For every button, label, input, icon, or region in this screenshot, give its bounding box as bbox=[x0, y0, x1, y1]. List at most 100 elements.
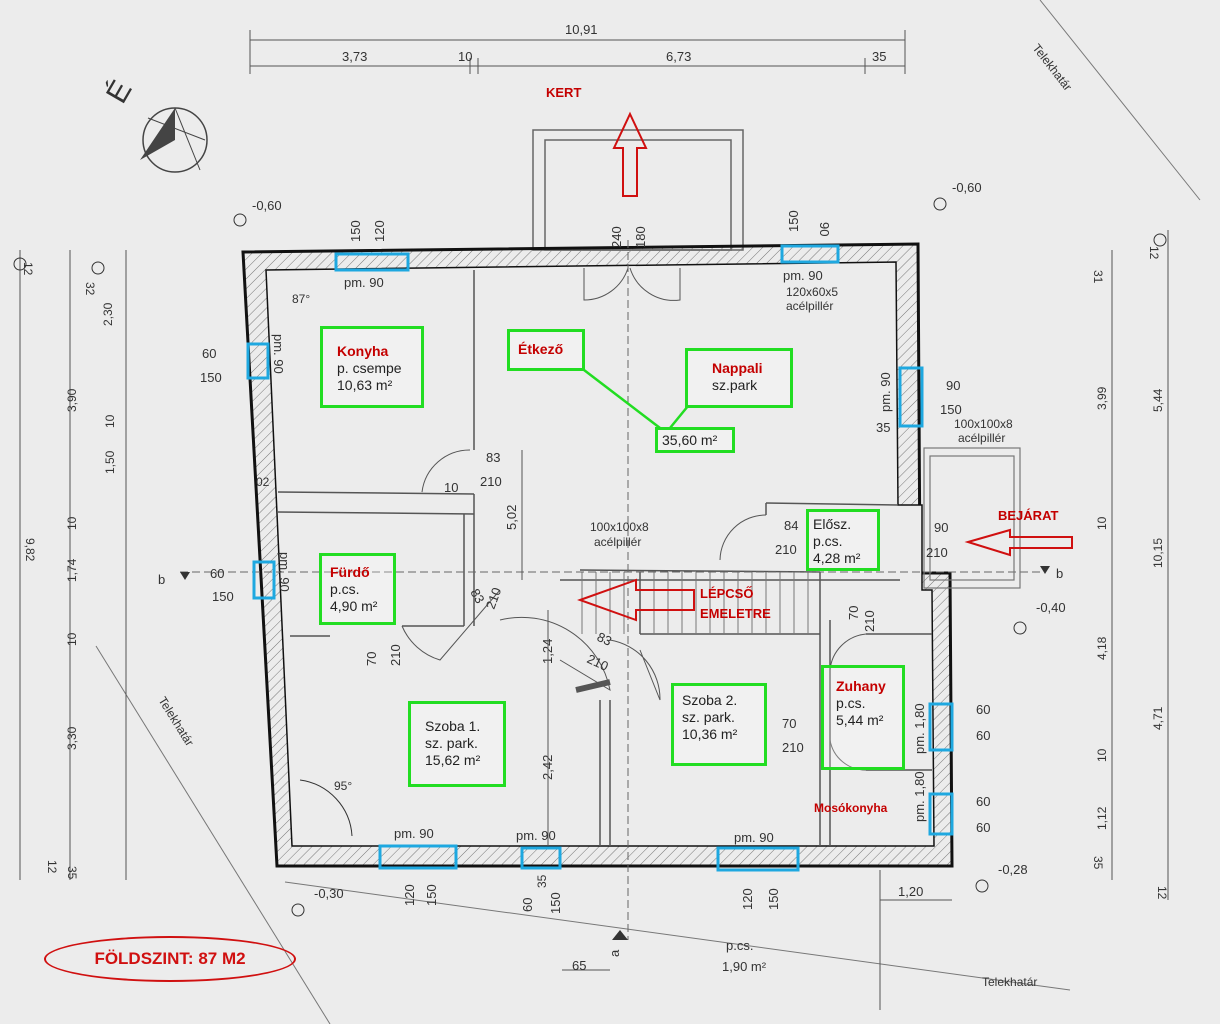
right-dim-8: 4,71 bbox=[1151, 706, 1165, 730]
room-area-szoba2: 10,36 m² bbox=[682, 726, 738, 742]
north-label: É bbox=[100, 75, 139, 109]
right-dim-6: 10,15 bbox=[1151, 538, 1165, 568]
bottom-window-2-pm: pm. 90 bbox=[516, 828, 556, 843]
elevation-markers bbox=[13, 197, 1167, 917]
bottom-window-3-pm: pm. 90 bbox=[734, 830, 774, 845]
pillar-top-size: 120x60x5 bbox=[786, 285, 838, 299]
floor-total-label: FÖLDSZINT: 87 M2 bbox=[44, 936, 296, 982]
elevation-tl: -0,60 bbox=[252, 198, 282, 213]
left-window-kitchen-dim-2: 150 bbox=[200, 370, 222, 385]
pillar-right-size: 100x100x8 bbox=[954, 417, 1013, 431]
left-window-kitchen-dim-1: 60 bbox=[202, 346, 216, 361]
left-dim-9: 10 bbox=[65, 632, 79, 646]
left-dim-11: 3,30 bbox=[65, 726, 79, 750]
left-dim-10: 9,82 bbox=[23, 538, 37, 562]
bottom-window-1-pm: pm. 90 bbox=[394, 826, 434, 841]
terrace-area: 1,90 m² bbox=[722, 959, 767, 974]
bottom-window-3-dim-b: 150 bbox=[766, 888, 781, 910]
top-window-b-dim-2: 90 bbox=[817, 222, 832, 236]
room-box-zuhany: Zuhany p.cs. 5,44 m² bbox=[821, 665, 905, 770]
door-leaf bbox=[575, 679, 611, 693]
window-markers bbox=[246, 244, 954, 872]
right-dim-2: 31 bbox=[1091, 270, 1105, 284]
top-window-a-dim-2: 120 bbox=[372, 220, 387, 242]
right-dim-7: 4,18 bbox=[1095, 636, 1109, 660]
left-window-kitchen-pm: pm. 90 bbox=[271, 334, 286, 374]
left-window-bath-dim-2: 150 bbox=[212, 589, 234, 604]
room-floor-furdo: p.cs. bbox=[330, 581, 360, 597]
right-dim-10: 1,12 bbox=[1095, 806, 1109, 830]
right-window-living-dim-2: 150 bbox=[940, 402, 962, 417]
vestibule-door-dim-1: 84 bbox=[784, 518, 798, 533]
bottom-window-2-dim-a: 60 bbox=[520, 898, 535, 912]
elevation-tr: -0,60 bbox=[952, 180, 982, 195]
top-window-a-dim-1: 150 bbox=[348, 220, 363, 242]
misc-65: 65 bbox=[572, 958, 586, 973]
garden-label: KERT bbox=[546, 85, 581, 100]
room-floor-eloszoba: p.cs. bbox=[813, 533, 843, 549]
laundry-window-pm: pm. 1,80 bbox=[912, 771, 927, 822]
pillar-center-label: acélpillér bbox=[594, 535, 641, 549]
section-b-marker-left bbox=[180, 572, 190, 580]
top-door-dim-1: 240 bbox=[609, 226, 624, 248]
room-area-eloszoba: 4,28 m² bbox=[813, 550, 861, 566]
bath-door-dim-1: 70 bbox=[364, 652, 379, 666]
stair-door-dim-2: 210 bbox=[483, 586, 505, 612]
entrance-door-dim-1: 90 bbox=[934, 520, 948, 535]
shower-door-mid-dim-1: 70 bbox=[782, 716, 796, 731]
right-dim-1: 12 bbox=[1147, 246, 1161, 260]
right-window-living-dim-3: 35 bbox=[876, 420, 890, 435]
room-name-mosokonyha: Mosókonyha bbox=[814, 801, 888, 815]
north-compass bbox=[140, 107, 208, 173]
room-floor-szoba1: sz. park. bbox=[425, 735, 478, 751]
misc-1-20: 1,20 bbox=[898, 884, 923, 899]
room-area-zuhany: 5,44 m² bbox=[836, 712, 884, 728]
room-box-living-area: 35,60 m² bbox=[655, 427, 735, 453]
right-dim-5: 10 bbox=[1095, 516, 1109, 530]
left-dim-5: 10 bbox=[103, 414, 117, 428]
shower-window-dim-1: 60 bbox=[976, 702, 990, 717]
room-box-konyha: Konyha p. csempe 10,63 m² bbox=[320, 326, 424, 408]
room-floor-szoba2: sz. park. bbox=[682, 709, 735, 725]
dim-total-width: 10,91 bbox=[565, 22, 598, 37]
plot-boundary-label-bottom: Telekhatár bbox=[982, 975, 1037, 989]
left-dim-7: 10 bbox=[65, 516, 79, 530]
room-name-furdo: Fürdő bbox=[330, 564, 370, 580]
dim-seg-2: 10 bbox=[458, 49, 472, 64]
section-b-label-right: b bbox=[1056, 566, 1063, 581]
room2-door-dim-1: 83 bbox=[595, 629, 614, 649]
left-window-bath-pm: pm. 90 bbox=[277, 552, 292, 592]
plot-boundary-label-top: Telekhatár bbox=[1030, 41, 1075, 93]
room-name-szoba2: Szoba 2. bbox=[682, 692, 738, 708]
room-area-szoba1: 15,62 m² bbox=[425, 752, 481, 768]
stairs-label-line2: EMELETRE bbox=[700, 606, 771, 621]
left-dim-2: 32 bbox=[83, 282, 97, 296]
pillar-top-label: acélpillér bbox=[786, 299, 833, 313]
entrance-step-outline bbox=[923, 447, 1021, 589]
right-dim-9: 10 bbox=[1095, 748, 1109, 762]
vestibule-door-dim-2: 210 bbox=[775, 542, 797, 557]
shower-door-top-dim-1: 70 bbox=[846, 606, 861, 620]
shower-door-mid-dim-2: 210 bbox=[782, 740, 804, 755]
outer-walls bbox=[241, 242, 954, 868]
laundry-window-dim-1: 60 bbox=[976, 794, 990, 809]
stairs-label-line1: LÉPCSŐ bbox=[700, 586, 753, 601]
entrance-arrow-icon bbox=[964, 528, 1073, 557]
room-area-living: 35,60 m² bbox=[662, 432, 718, 448]
right-dim-12: 12 bbox=[1155, 886, 1169, 900]
shower-window-pm: pm. 1,80 bbox=[912, 703, 927, 754]
right-dim-11: 35 bbox=[1091, 856, 1105, 870]
pillar-right-label: acélpillér bbox=[958, 431, 1005, 445]
elevation-right: -0,40 bbox=[1036, 600, 1066, 615]
laundry-window-dim-2: 60 bbox=[976, 820, 990, 835]
left-dim-6: 1,50 bbox=[103, 450, 117, 474]
door-swings bbox=[401, 267, 867, 771]
right-window-living-dim-1: 90 bbox=[946, 378, 960, 393]
stair-door-dim-1: 83 bbox=[467, 586, 487, 606]
bath-door-dim-2: 210 bbox=[388, 644, 403, 666]
staircase-treads bbox=[581, 572, 809, 634]
top-window-b-pm: pm. 90 bbox=[783, 268, 823, 283]
left-dim-8: 1,74 bbox=[65, 558, 79, 582]
elevation-br: -0,28 bbox=[998, 862, 1028, 877]
dim-seg-1: 3,73 bbox=[342, 49, 367, 64]
